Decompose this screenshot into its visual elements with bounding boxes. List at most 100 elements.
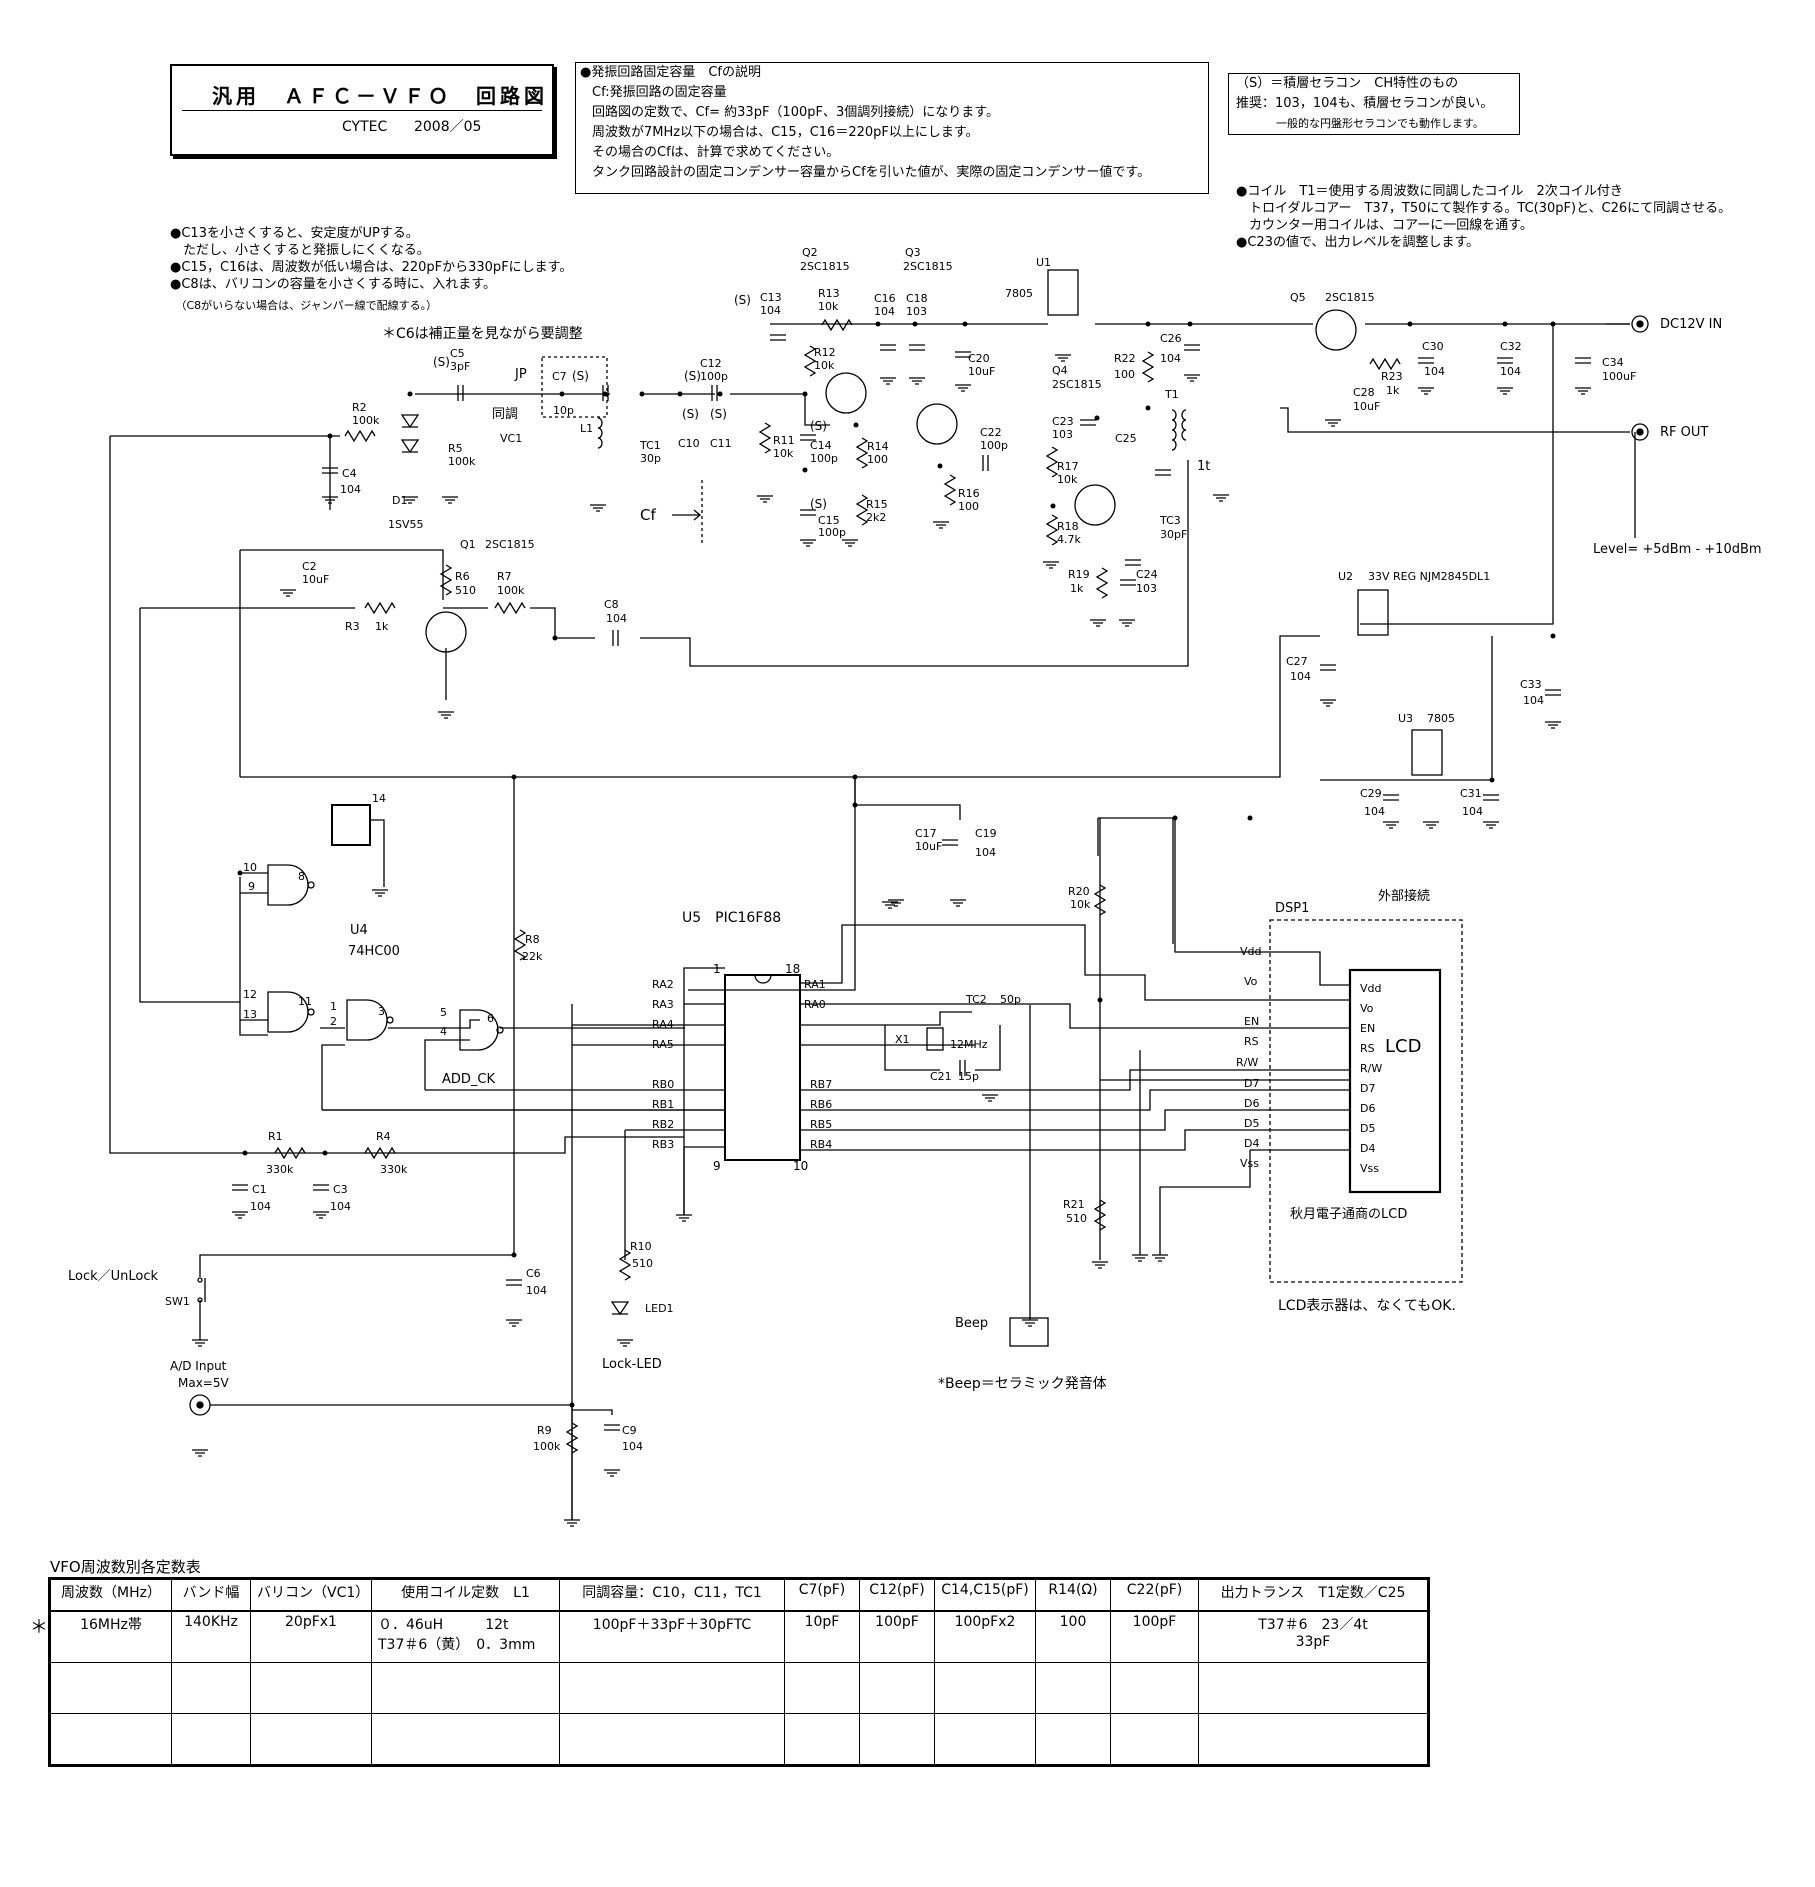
q3-part: 2SC1815	[903, 260, 953, 273]
pic-pin-label: RB1	[652, 1098, 674, 1111]
u1-part: 7805	[1005, 287, 1033, 300]
author: CYTEC	[342, 119, 388, 135]
part-val: 1k	[1386, 384, 1400, 397]
table-cell	[171, 1662, 251, 1714]
u2-part: 33V REG NJM2845DL1	[1368, 570, 1490, 583]
rf-out-label: RF OUT	[1660, 425, 1708, 440]
table-cell	[1035, 1713, 1111, 1766]
part-ref: C20	[968, 352, 990, 365]
lcd-maker: 秋月電子通商のLCD	[1290, 1207, 1407, 1222]
u3-label: U3	[1398, 712, 1413, 725]
part-val: 104	[1364, 805, 1385, 818]
u5-label: U5 PIC16F88	[682, 910, 781, 926]
part-val: 103	[906, 305, 927, 318]
part-val: 22k	[522, 950, 543, 963]
part-ref: C30	[1422, 340, 1444, 353]
part-ref: C25	[1115, 432, 1137, 445]
tc2-val: 50p	[1000, 993, 1021, 1006]
part-val: 100k	[448, 455, 476, 468]
part-val: 10uF	[302, 573, 329, 586]
part-val: 103	[1052, 428, 1073, 441]
dsp1-label: DSP1	[1275, 901, 1309, 916]
part-ref: C34	[1602, 356, 1624, 369]
part-val: 104	[340, 483, 361, 496]
table-cell	[171, 1713, 251, 1766]
part-val: 510	[455, 584, 476, 597]
level-note: Level= +5dBm - +10dBm	[1593, 542, 1762, 557]
part-ref: R4	[376, 1130, 391, 1143]
beep-label: Beep	[955, 1316, 988, 1331]
d1-part: 1SV55	[388, 518, 424, 531]
tc2-label: TC2	[965, 993, 987, 1006]
pic-pin-number: 18	[785, 962, 800, 976]
gate-pin-number: 1	[330, 1000, 337, 1013]
jp-label: JP	[514, 367, 527, 382]
part-ref: R12	[814, 346, 836, 359]
table-cell	[49, 1662, 172, 1714]
part-ref: C19	[975, 827, 997, 840]
constants-table: 周波数（MHz） バンド幅 バリコン（VC1） 使用コイル定数 L1 同調容量：…	[48, 1577, 1430, 1767]
part-ref: R22	[1114, 352, 1136, 365]
cf-note-line-5: タンク回路設計の固定コンデンサー容量からCfを引いた値が、実際の固定コンデンサー…	[592, 165, 1151, 180]
lcd-pin-label: D6	[1360, 1102, 1375, 1115]
part-val: 4.7k	[1057, 533, 1081, 546]
coil-note-3: ●C23の値で、出力レベルを調整します。	[1236, 235, 1480, 250]
part-ref: R15	[866, 498, 888, 511]
tc1-val: 30p	[640, 452, 661, 465]
table-cell: 20pFx1	[250, 1610, 372, 1663]
wires	[109, 323, 1636, 1520]
dsp-pin-label: RS	[1244, 1035, 1259, 1048]
part-ref: C4	[342, 467, 357, 480]
part-val: 104	[330, 1200, 351, 1213]
gate-pin-number: 3	[378, 1005, 385, 1018]
part-ref: R16	[958, 487, 980, 500]
part-ref: R23	[1381, 370, 1403, 383]
table-cell: 100pF	[859, 1610, 935, 1663]
table-header: 周波数（MHz）	[49, 1578, 172, 1612]
table-header: C12(pF)	[859, 1578, 935, 1612]
table-cell	[250, 1662, 372, 1714]
part-ref: C21	[930, 1070, 952, 1083]
cf-note-line-0: ●発振回路固定容量 Cfの説明	[580, 65, 761, 80]
l1-label: L1	[580, 422, 593, 435]
part-val: 100p	[810, 452, 838, 465]
part-val: 103	[1136, 582, 1157, 595]
s-mark-c14: (S)	[810, 419, 827, 433]
table-cell	[559, 1713, 785, 1766]
t1-turn: 1t	[1197, 459, 1210, 474]
part-val: 330k	[380, 1163, 408, 1176]
pic-pin-label: RB4	[810, 1138, 832, 1151]
s-mark-c15: (S)	[810, 497, 827, 511]
gate-pin-number: 14	[372, 792, 386, 805]
table-cell	[934, 1662, 1036, 1714]
coil-note-0: ●コイル T1＝使用する周波数に同調したコイル 2次コイル付き	[1236, 184, 1623, 199]
table-header: C7(pF)	[784, 1578, 860, 1612]
u2-label: U2	[1338, 570, 1353, 583]
dsp-pin-label: R/W	[1236, 1056, 1258, 1069]
gate-pin-number: 5	[440, 1006, 447, 1019]
part-val: 100k	[497, 584, 525, 597]
part-ref: R18	[1057, 520, 1079, 533]
part-val: 10k	[773, 447, 794, 460]
part-val: 15p	[958, 1070, 979, 1083]
table-cell: 10pF	[784, 1610, 860, 1663]
part-val: 330k	[266, 1163, 294, 1176]
table-header: 出力トランス T1定数／C25	[1198, 1578, 1429, 1612]
row-mark: ＊	[30, 1617, 48, 1638]
ad-input-label: A/D Input	[170, 1359, 227, 1373]
part-ref: C8	[604, 598, 619, 611]
table-caption: VFO周波数別各定数表	[50, 1558, 201, 1576]
left-note-0: ●C13を小さくすると、安定度がUPする。	[170, 226, 419, 241]
dsp-pin-label: Vdd	[1240, 945, 1262, 958]
part-ref: C26	[1160, 332, 1182, 345]
part-ref: C2	[302, 560, 317, 573]
pic-pin-label: RB6	[810, 1098, 832, 1111]
tc1-label: TC1	[639, 439, 661, 452]
part-val: 104	[1523, 694, 1544, 707]
pic-pin-number: 9	[713, 1159, 721, 1173]
table-header: バリコン（VC1）	[250, 1578, 372, 1612]
s-mark-c12: (S)	[684, 369, 701, 383]
part-ref: C15	[818, 514, 840, 527]
table-cell: 100	[1035, 1610, 1111, 1663]
